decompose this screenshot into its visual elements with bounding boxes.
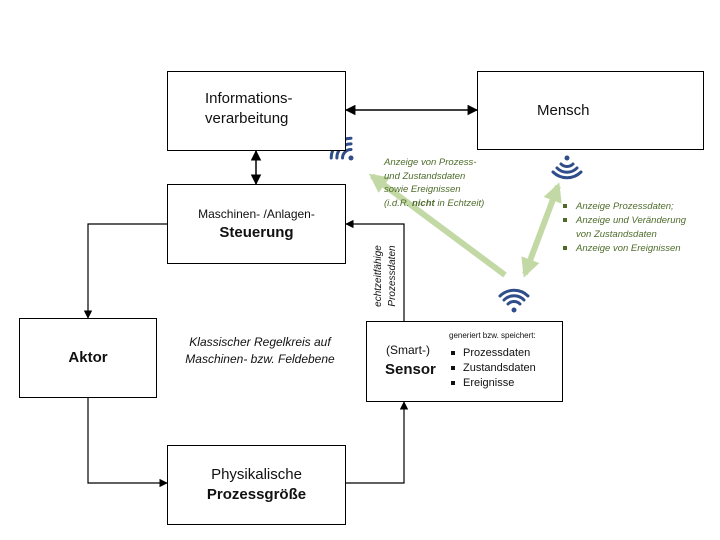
green-arrow-sensor-info — [368, 173, 507, 278]
regelkreis-line2: Maschinen- bzw. Feldebene — [185, 352, 335, 366]
echtzeit-annotation: echtzeitfähige Prozessdaten — [372, 236, 400, 316]
wifi-signal-icon-mensch — [551, 155, 583, 180]
steuerung-label-line2: Steuerung — [219, 224, 294, 241]
box-prozessgroesse: Physikalische Prozessgröße — [167, 445, 346, 525]
anzeige-mensch-item-continued: von Zustandsdaten — [576, 229, 657, 240]
mensch-label: Mensch — [537, 102, 590, 119]
echtzeit-line1: echtzeitfähige — [373, 245, 384, 307]
box-steuerung: Maschinen- /Anlagen- Steuerung — [167, 184, 346, 264]
sensor-item: Prozessdaten — [451, 346, 536, 361]
info-label-line2: verarbeitung — [205, 110, 289, 127]
wifi-signal-icon-sensor — [498, 288, 530, 313]
anzeige-info-line3: sowie Ereignissen — [384, 184, 461, 195]
green-arrow-sensor-mensch — [521, 182, 562, 278]
regelkreis-line1: Klassischer Regelkreis auf — [189, 335, 331, 349]
anzeige-info-line4-bold: nicht — [411, 197, 435, 209]
anzeige-info-line4: (i.d.R. nicht in Echtzeit) — [384, 197, 484, 211]
box-informationsverarbeitung: Informations- verarbeitung — [167, 71, 346, 151]
anzeige-mensch-item: Anzeige Prozessdaten; — [562, 200, 686, 214]
arrow-steuerung-aktor — [83, 223, 167, 319]
anzeige-mensch-list: Anzeige Prozessdaten; Anzeige und Veränd… — [562, 200, 686, 256]
anzeige-info-line1: Anzeige von Prozess- — [384, 157, 477, 168]
anzeige-info-line4-post: in Echtzeit) — [434, 197, 485, 209]
sensor-item: Ereignisse — [451, 376, 536, 391]
echtzeit-line2: Prozessdaten — [387, 245, 398, 307]
anzeige-info-annotation: Anzeige von Prozess- und Zustandsdaten s… — [384, 156, 484, 210]
arrow-prozessgroesse-sensor — [346, 401, 409, 484]
arrow-aktor-prozessgroesse — [87, 398, 168, 488]
anzeige-mensch-item: Anzeige und Veränderung — [562, 214, 686, 228]
prozessgroesse-label-line1: Physikalische — [211, 466, 302, 483]
box-mensch: Mensch — [477, 71, 704, 150]
anzeige-info-line4-pre: (i.d.R. — [384, 197, 412, 209]
sensor-label: Sensor — [385, 361, 436, 378]
aktor-label: Aktor — [68, 349, 108, 366]
steuerung-label-line1: Maschinen- /Anlagen- — [198, 207, 315, 221]
sensor-note: generiert bzw. speichert: — [449, 331, 536, 340]
box-aktor: Aktor — [19, 318, 157, 398]
anzeige-mensch-item: Anzeige von Ereignissen — [562, 242, 686, 256]
arrow-sensor-steuerung — [345, 219, 405, 321]
sensor-prefix: (Smart-) — [386, 343, 430, 357]
info-label-line1: Informations- — [205, 90, 293, 107]
anzeige-info-line2: und Zustandsdaten — [384, 170, 466, 182]
box-sensor: (Smart-) Sensor generiert bzw. speichert… — [366, 321, 563, 402]
sensor-item-list: Prozessdaten Zustandsdaten Ereignisse — [451, 346, 536, 391]
prozessgroesse-label-line2: Prozessgröße — [206, 486, 307, 503]
sensor-item: Zustandsdaten — [451, 361, 536, 376]
regelkreis-annotation: Klassischer Regelkreis auf Maschinen- bz… — [170, 334, 350, 368]
